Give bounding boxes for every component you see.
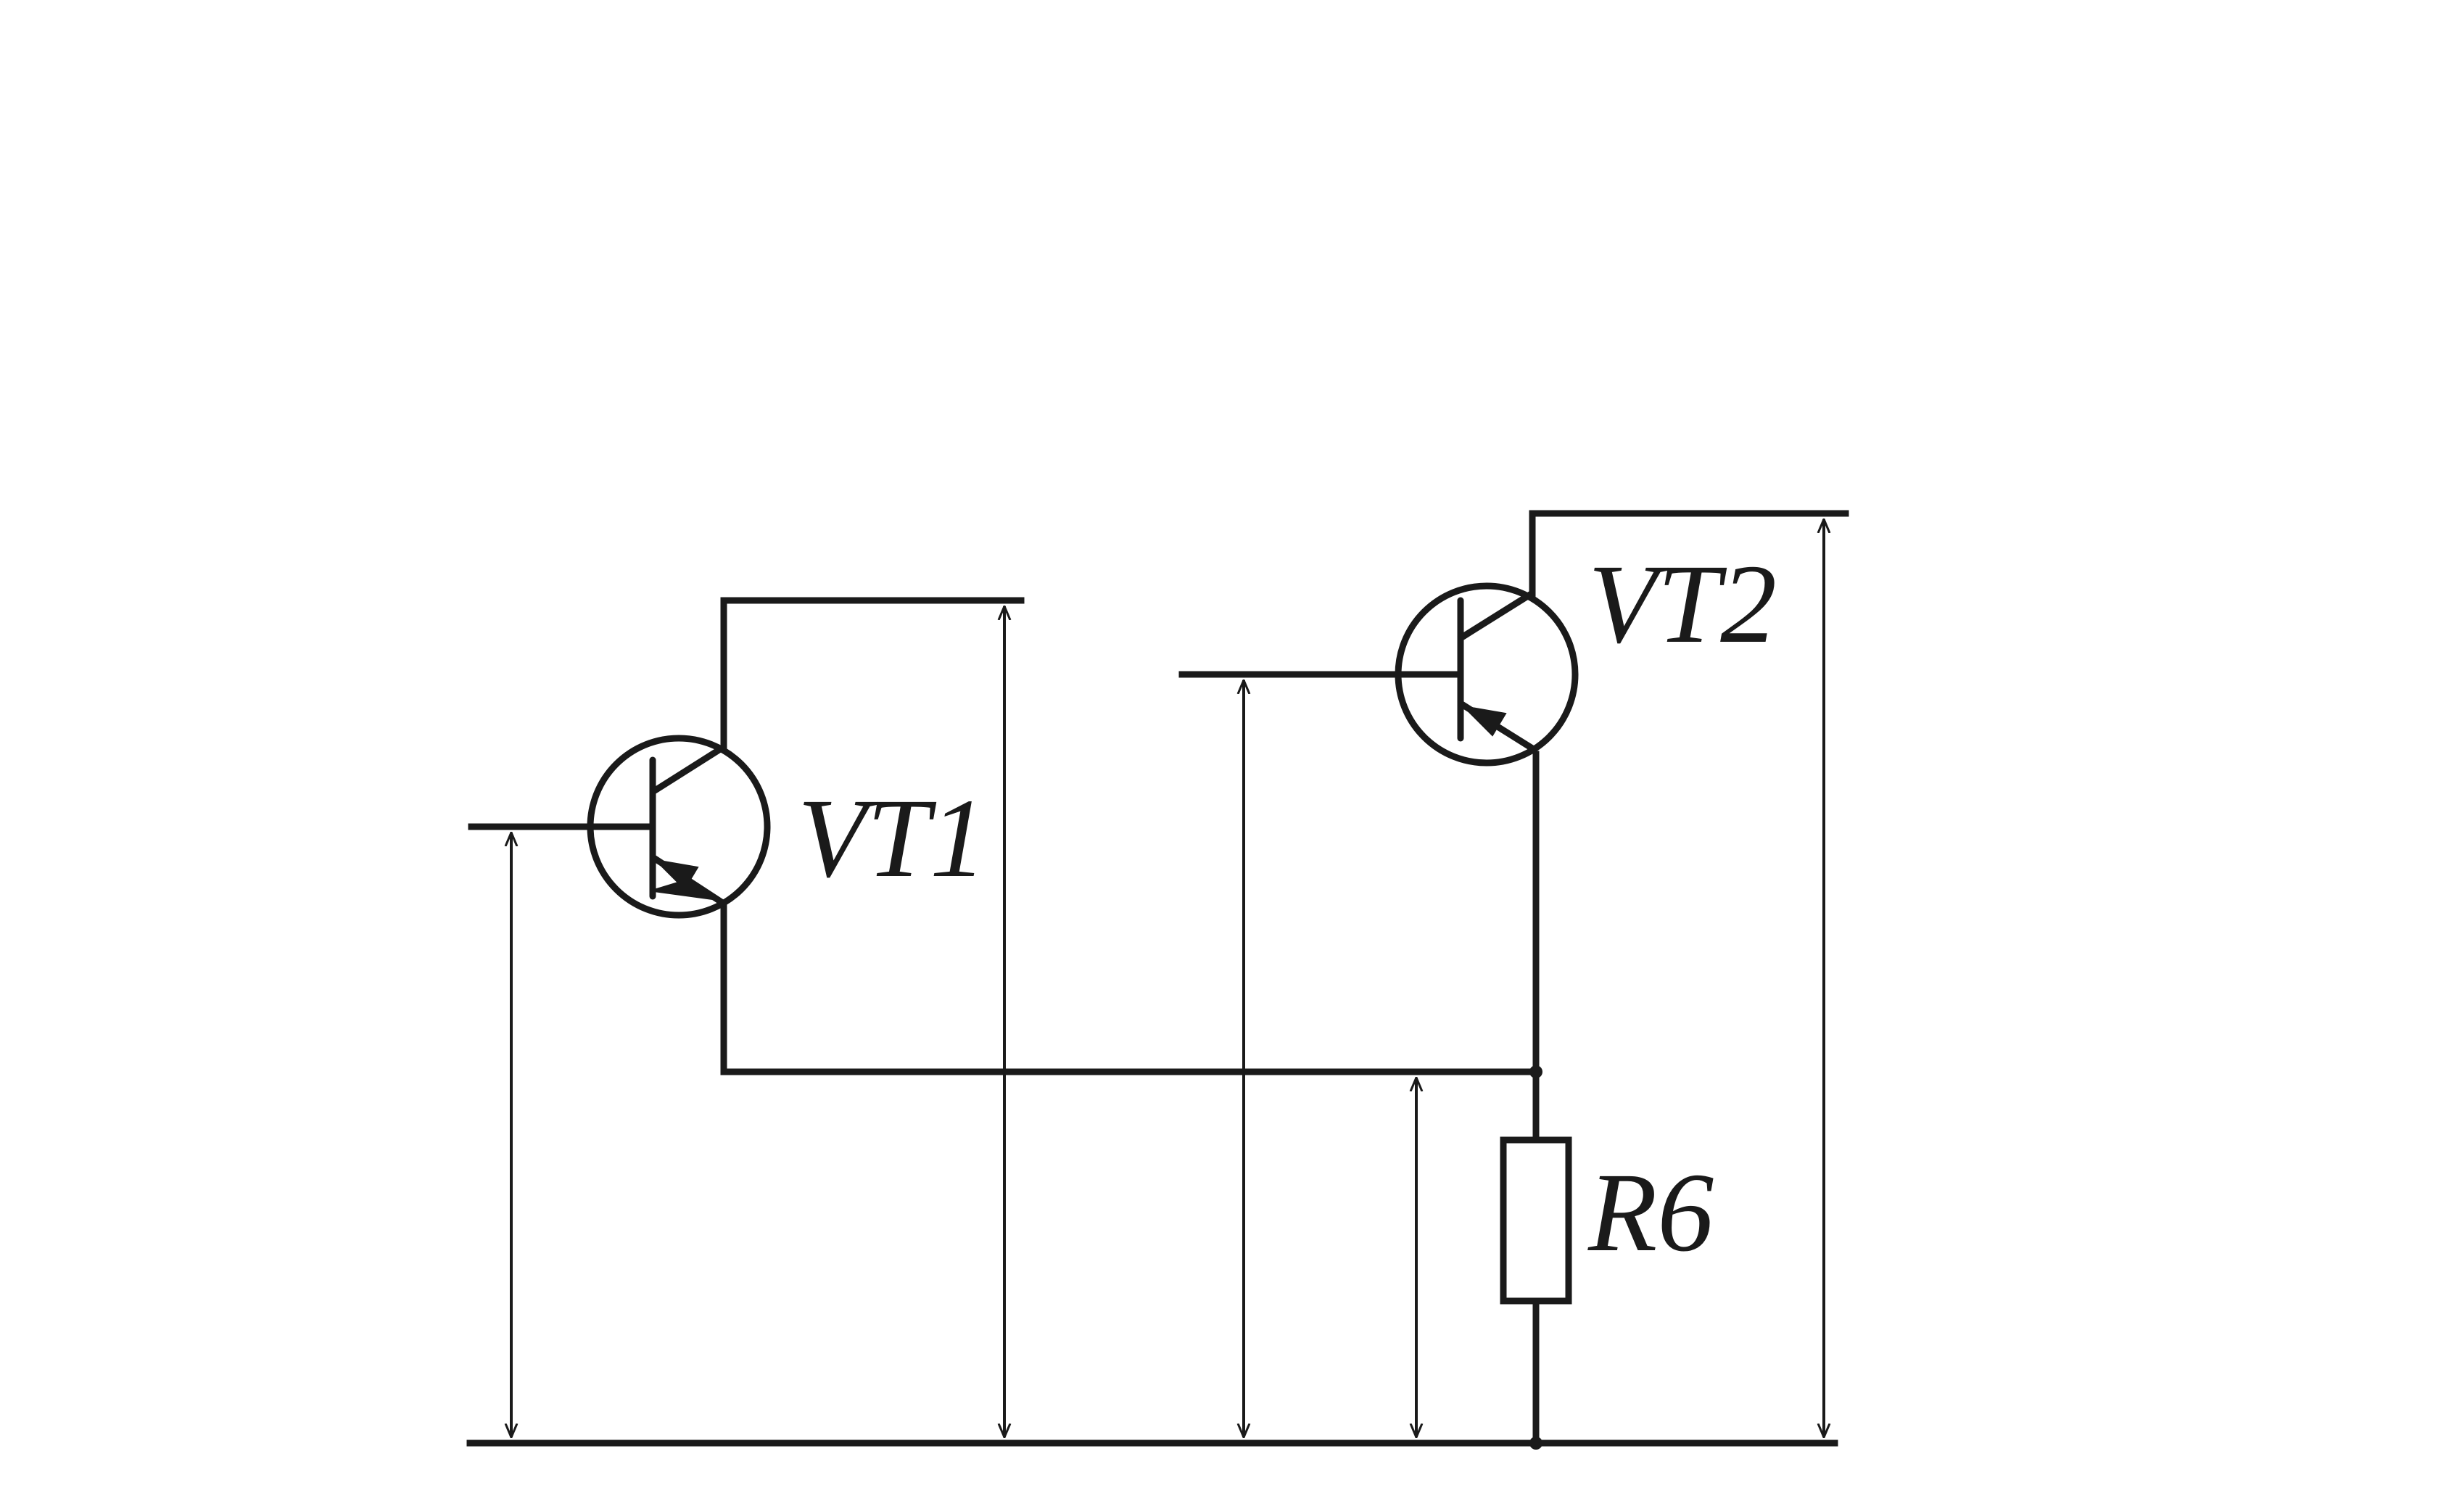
vt2-label: VT2	[1588, 541, 1777, 666]
vt2-transistor-symbol	[1395, 582, 1579, 767]
vt1-collector-wire	[720, 597, 1025, 751]
r6-resistor	[1500, 1136, 1572, 1305]
vt1-label: VT1	[798, 775, 986, 901]
r6-label: R6	[1587, 1149, 1714, 1275]
vt1-transistor-symbol	[587, 735, 771, 919]
vt2-collector-wire	[1529, 510, 1849, 598]
junction-node-ground	[1529, 1437, 1542, 1450]
junction-node-emitter	[1529, 1065, 1542, 1078]
vt1-emitter-wire	[720, 903, 1540, 1075]
